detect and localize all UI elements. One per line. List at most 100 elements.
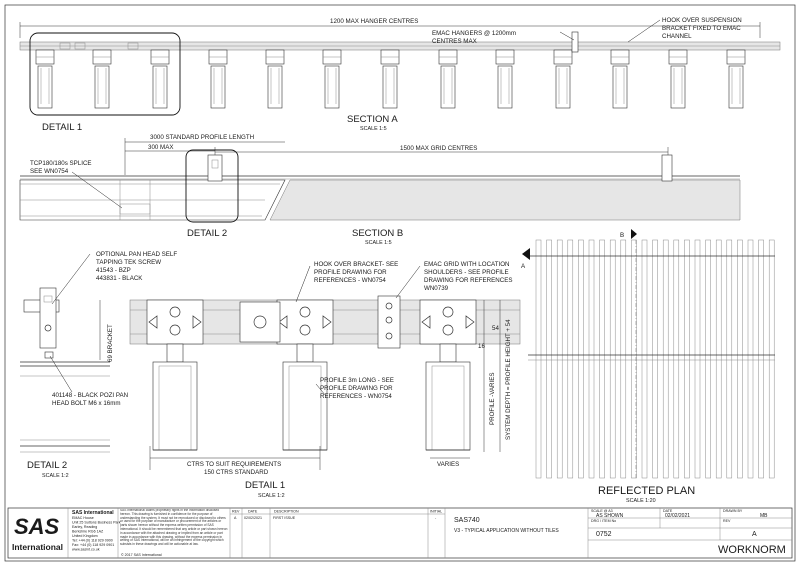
address-line: www.sasint.co.uk [72, 548, 100, 552]
disclaimer-text: SAS International claims proprietary rig… [120, 509, 228, 547]
title-block: SAS International SAS International EMAC… [7, 507, 793, 559]
copyright: © 2017 SAS International [121, 553, 162, 557]
profile-blade [152, 361, 198, 451]
drawing-number: 0752 [596, 531, 612, 538]
note-emac-hangers-1: EMAC HANGERS @ 1200mm [432, 30, 516, 37]
detail-2: 69 BRACKET OPTIONAL PAN HEAD SELF TAPPIN… [20, 251, 177, 479]
address-line: Tel: +44 (0) 118 929 0900 [72, 539, 113, 543]
logo-text: SAS [14, 514, 60, 539]
channel-clips [59, 31, 579, 53]
hanger [322, 49, 342, 109]
date-label: DATE [663, 509, 673, 513]
hanger [438, 49, 458, 109]
note-emac-grid-3: DRAWING FOR REFERENCES [424, 277, 512, 284]
detail-2-scale: SCALE 1:2 [42, 473, 69, 479]
rev-header-date: DATE [248, 510, 258, 514]
dim-profile-varies: PROFILE -VARIES [489, 373, 496, 426]
logo-sub: International [12, 542, 63, 552]
company-name: SAS International [72, 510, 114, 516]
profile-blade [282, 361, 328, 451]
product-code: SAS740 [454, 517, 480, 524]
note-hook-over-1: HOOK OVER SUSPENSION [662, 17, 742, 24]
address-line: Berkshire RG6 1AZ [72, 530, 104, 534]
note-splice-2: SEE WN0754 [30, 168, 69, 175]
plan-marker-b: B [620, 232, 624, 239]
section-b-marker-arrow [631, 229, 637, 239]
note-profile-2: PROFILE DRAWING FOR [320, 385, 393, 392]
note-profile-3: REFERENCES - WN0754 [320, 393, 392, 400]
detail-2-bracket-dim: 69 BRACKET [107, 324, 114, 362]
section-a-marker-arrow [522, 248, 530, 260]
detail-2-bracket [39, 287, 57, 349]
note-bolt-2: HEAD BOLT M6 x 16mm [52, 400, 121, 407]
note-hook-over-3: CHANNEL [662, 33, 692, 40]
note-hook-bracket-1: HOOK OVER BRACKET- SEE [314, 261, 398, 268]
rev-row-description: FIRST ISSUE [273, 516, 296, 520]
section-a-title: SECTION A [347, 114, 398, 125]
note-screw-3: 41543 - BZP [96, 267, 131, 274]
note-screw-2: TAPPING TEK SCREW [96, 259, 161, 266]
note-hook-bracket-2: PROFILE DRAWING FOR [314, 269, 387, 276]
detail-2-callout-label: DETAIL 2 [187, 228, 227, 239]
sas-logo: SAS International [12, 514, 63, 552]
rev-row-date: 02/02/2021 [244, 516, 262, 520]
date-value: 02/02/2021 [665, 513, 690, 519]
hanger [208, 49, 228, 109]
dim-54: 54 [492, 325, 499, 332]
hanger [553, 49, 573, 109]
note-profile-1: PROFILE 3m LONG - SEE [320, 377, 394, 384]
scale-label: SCALE @ A3 [591, 509, 613, 513]
drawing-number-label: DRG / ITEM No [591, 519, 616, 523]
section-b: 3000 STANDARD PROFILE LENGTH 300 MAX 150… [19, 134, 741, 246]
drawing-title: V3 - TYPICAL APPLICATION WITHOUT TILES [454, 528, 559, 534]
rev-value: A [752, 531, 757, 538]
rev-header-description: DESCRIPTION [274, 510, 299, 514]
drawn-value: MB [760, 513, 768, 519]
dim-varies: VARIES [437, 461, 459, 468]
note-emac-hangers-2: CENTRES MAX [432, 38, 477, 45]
note-emac-grid-2: SHOULDERS - SEE PROFILE [424, 269, 509, 276]
detail-1-scale: SCALE 1:2 [258, 493, 285, 499]
hanger [265, 49, 285, 109]
rev-row-initial: - [435, 516, 437, 520]
rev-label: REV [723, 519, 731, 523]
hanger [35, 49, 55, 109]
bracket-plate [146, 299, 204, 363]
section-b-grid-centres: 1500 MAX GRID CENTRES [400, 145, 477, 152]
section-b-title: SECTION B [352, 228, 403, 239]
dim-16: 16 [478, 343, 485, 350]
section-b-standard-length: 3000 STANDARD PROFILE LENGTH [150, 134, 254, 141]
sheet-border [4, 4, 796, 562]
bracket-plate [276, 299, 334, 363]
hanger [495, 49, 515, 109]
section-a-scale: SCALE 1:5 [360, 126, 387, 132]
reflected-plan-title: REFLECTED PLAN [598, 485, 695, 497]
address-line: United Kingdom [72, 534, 98, 538]
note-screw-4: 443831 - BLACK [96, 275, 143, 282]
hanger [726, 49, 746, 109]
rev-header-initial: INITIAL [430, 510, 442, 514]
hanger [380, 49, 400, 109]
detail-1-callout-box [29, 32, 181, 116]
hanger [668, 49, 688, 109]
series-name: WORKNORM [718, 544, 786, 556]
suspension-bracket [571, 31, 579, 53]
detail-1-brackets [146, 299, 477, 451]
hanger [150, 49, 170, 109]
dim-ctrs: CTRS TO SUIT REQUIREMENTS [187, 461, 281, 468]
detail-1-callout-label: DETAIL 1 [42, 122, 82, 133]
address-line: EMAC House [72, 516, 94, 520]
note-screw-1: OPTIONAL PAN HEAD SELF [96, 251, 177, 258]
hanger-group [35, 31, 746, 109]
note-bolt-1: 401148 - BLACK POZI PAN [52, 392, 128, 399]
detail-2-title: DETAIL 2 [27, 460, 67, 471]
drawn-label: DRAWN BY [723, 509, 743, 513]
address-line: Unit 25 Suttons Business Park [72, 521, 121, 525]
note-emac-grid-4: WN0739 [424, 285, 449, 292]
hanger [610, 49, 630, 109]
address-line: Earley, Reading [72, 525, 97, 529]
profile-section-right [269, 179, 741, 221]
rev-row-rev: A [234, 516, 237, 520]
note-splice-1: TCP180/180s SPLICE [30, 160, 92, 167]
